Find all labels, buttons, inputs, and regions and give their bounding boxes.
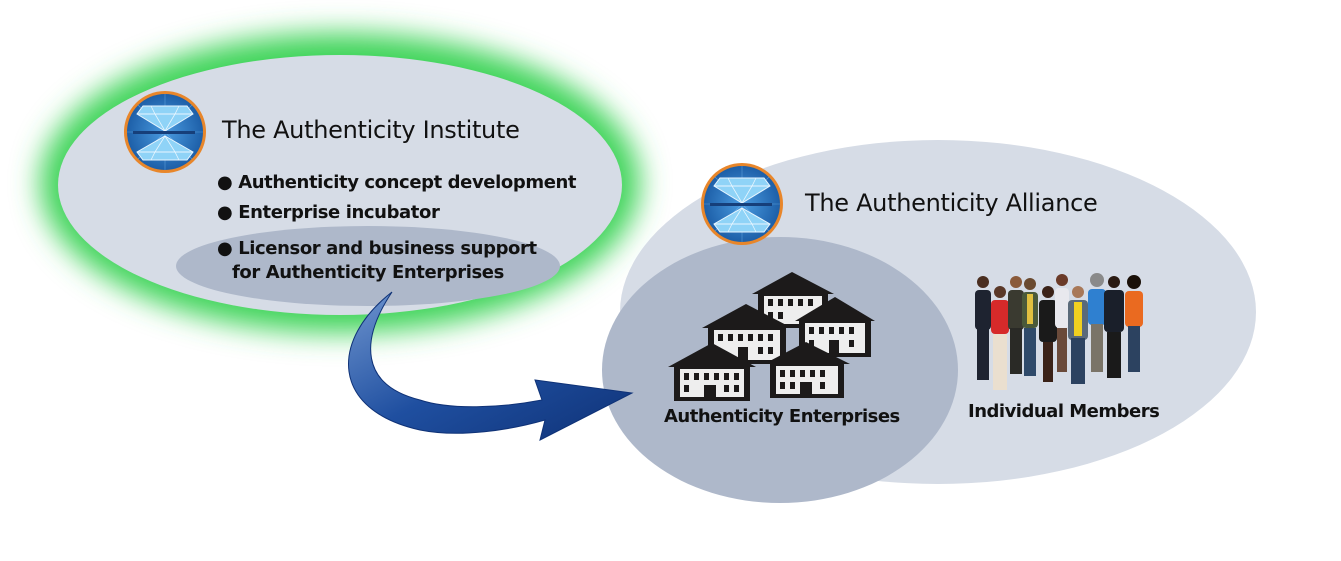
alliance-title: The Authenticity Alliance [805,189,1098,217]
institute-bullet-1: ● Authenticity concept development [217,172,577,193]
bullet-text: Authenticity concept development [238,172,577,193]
institute-bullet-2: ● Enterprise incubator [217,202,440,223]
bullet-marker: ● [217,238,233,259]
curved-arrow-icon [348,291,634,441]
institute-bullet-3: ● Licensor and business support [217,238,537,259]
institute-bullet-3-cont: for Authenticity Enterprises [232,262,504,283]
members-label: Individual Members [968,401,1160,422]
institute-title: The Authenticity Institute [222,116,520,144]
bullet-text: Enterprise incubator [238,202,440,223]
people-group-icon [975,273,1143,390]
alliance-logo [701,163,783,245]
bullet-text: Licensor and business support [238,238,537,259]
bullet-marker: ● [217,172,233,193]
bullet-marker: ● [217,202,233,223]
enterprises-label: Authenticity Enterprises [664,406,900,427]
buildings-icon [668,272,875,401]
licensor-highlight [176,226,560,306]
institute-logo [124,91,206,173]
